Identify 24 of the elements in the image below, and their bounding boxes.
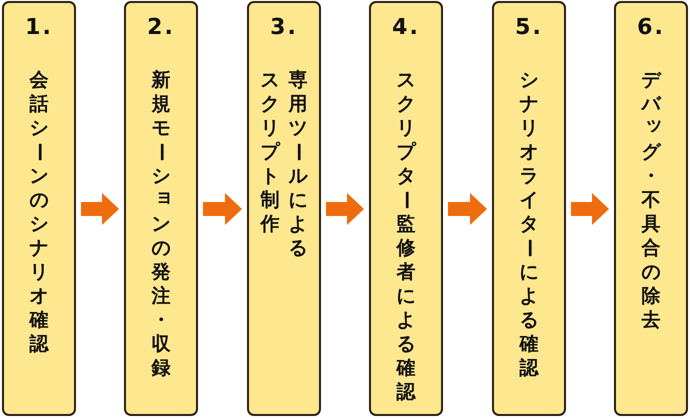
step-text: デバッグ・不具合の除去 — [640, 68, 663, 332]
step-number: 5. — [515, 14, 543, 42]
process-box — [492, 1, 566, 416]
step-text: スクリプト制作 — [259, 68, 282, 236]
arrow — [81, 193, 119, 225]
step-text: 新規モーションの発注・収録 — [149, 68, 173, 380]
step-number: 1. — [25, 14, 53, 42]
step-text: 専用ツールによる — [286, 68, 310, 260]
step-number: 6. — [637, 14, 665, 42]
step-text: 会話シーンのシナリオ確認 — [27, 68, 51, 356]
process-box — [247, 1, 321, 416]
step-number: 2. — [147, 14, 175, 42]
arrow — [571, 193, 609, 225]
step-number: 4. — [392, 14, 420, 42]
process-box — [614, 1, 688, 416]
arrow — [448, 193, 487, 225]
step-text: シナリオライターによる確認 — [517, 68, 541, 380]
process-box — [369, 1, 443, 416]
step-number: 3. — [270, 14, 298, 42]
arrow — [326, 193, 364, 225]
process-box — [2, 1, 76, 416]
process-box — [124, 1, 198, 416]
arrow — [203, 193, 242, 225]
step-text: スクリプター監修者による確認 — [394, 68, 418, 404]
